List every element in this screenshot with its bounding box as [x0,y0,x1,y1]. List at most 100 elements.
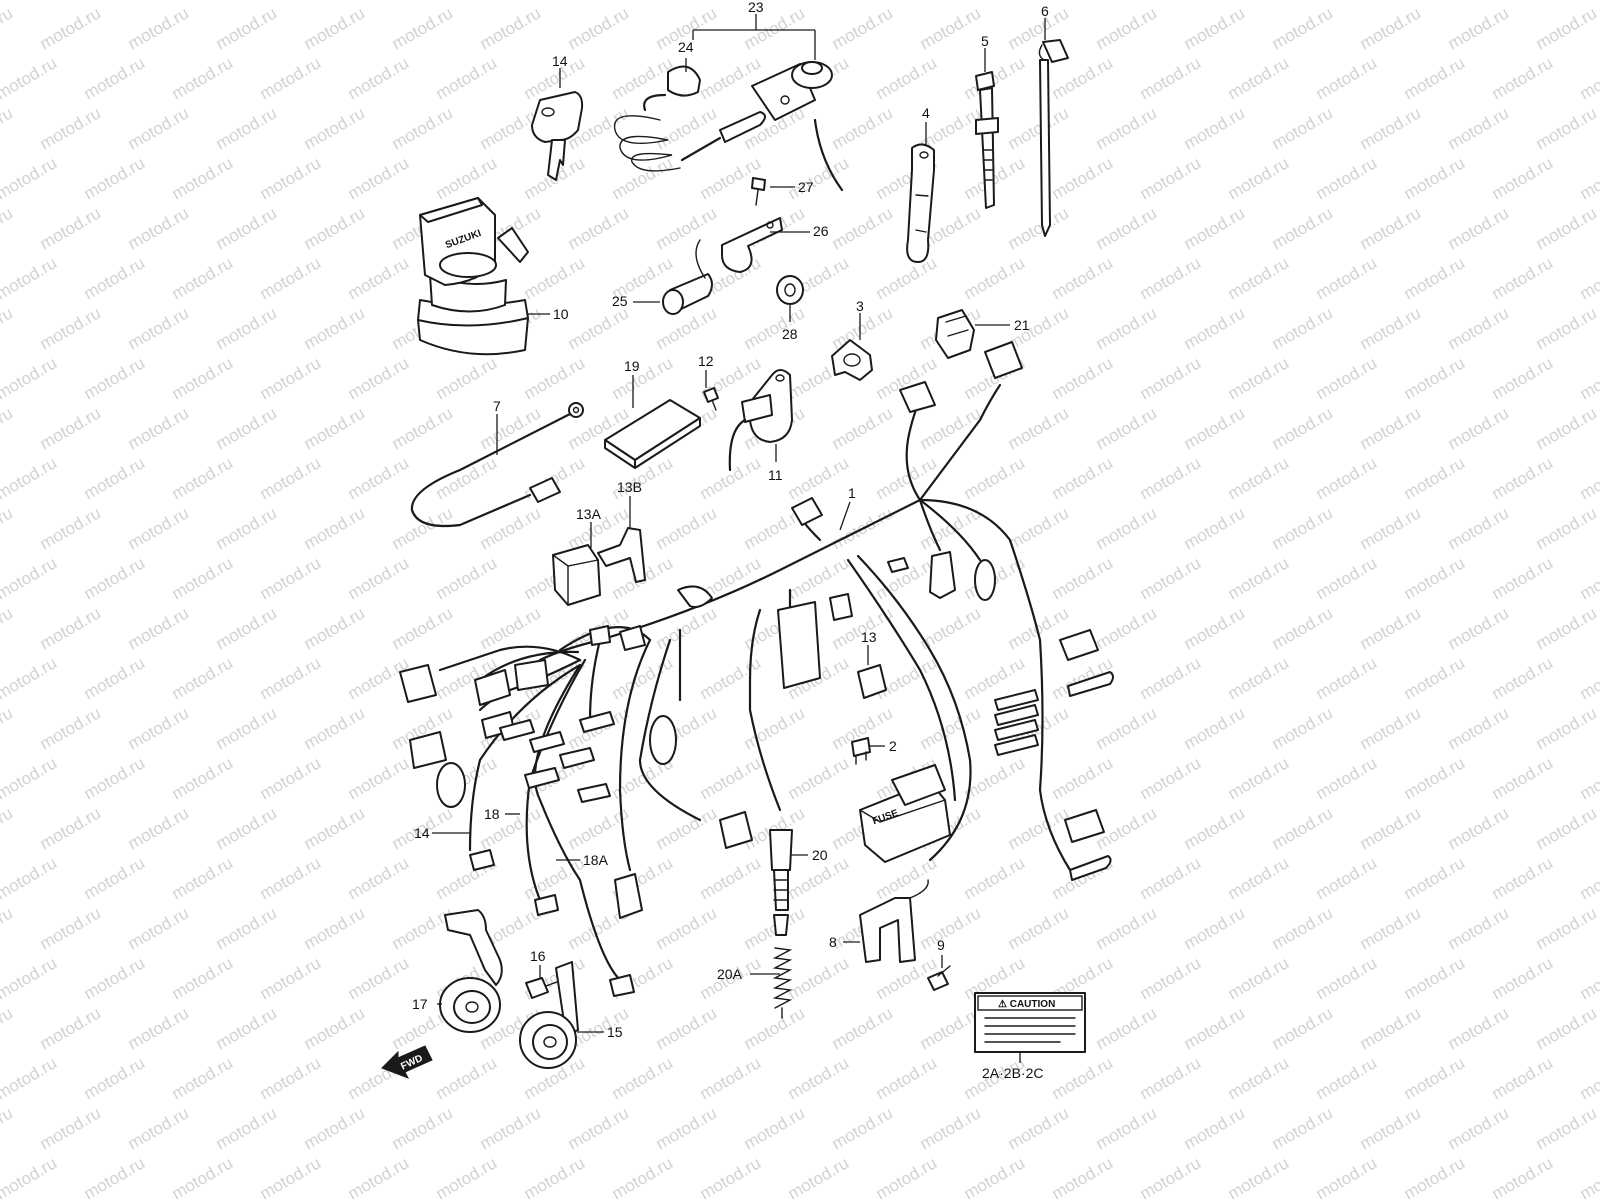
watermark-text: motod.ru [873,1053,941,1103]
watermark-text: motod.ru [301,803,369,853]
watermark-text: motod.ru [477,403,545,453]
callout-9: 9 [937,937,945,953]
watermark-text: motod.ru [1533,1103,1600,1153]
watermark-text: motod.ru [1445,1103,1513,1153]
watermark-text: motod.ru [81,153,149,203]
sensor-part-11 [728,369,793,472]
watermark-text: motod.ru [1225,353,1293,403]
watermark-text: motod.ru [125,303,193,353]
watermark-text: motod.ru [1313,353,1381,403]
callout-27: 27 [798,179,814,195]
main-harness-part-1 [438,383,1042,982]
watermark-text: motod.ru [1005,403,1073,453]
watermark-text: motod.ru [0,103,16,153]
watermark-text: motod.ru [521,353,589,403]
watermark-text: motod.ru [1269,503,1337,553]
watermark-text: motod.ru [1533,803,1600,853]
watermark-text: motod.ru [169,1053,237,1103]
watermark-text: motod.ru [1093,403,1161,453]
watermark-text: motod.ru [1533,203,1600,253]
callout-8: 8 [829,934,837,950]
watermark-text: motod.ru [1137,653,1205,703]
strap-part-4 [906,143,935,263]
watermark-text: motod.ru [0,0,60,3]
strap-part-5 [975,71,999,209]
caution-label-part: ⚠ CAUTION [974,992,1086,1053]
watermark-text: motod.ru [917,703,985,753]
callout-3: 3 [856,298,864,314]
watermark-text: motod.ru [169,253,237,303]
watermark-text: motod.ru [125,3,193,53]
watermark-text: motod.ru [345,1153,413,1200]
watermark-text: motod.ru [0,803,16,853]
watermark-text: motod.ru [37,3,105,53]
callout-11: 11 [768,467,783,483]
watermark-text: motod.ru [1533,403,1600,453]
watermark-text: motod.ru [1445,1003,1513,1053]
watermark-text: motod.ru [1137,853,1205,903]
watermark-text: motod.ru [0,1053,60,1103]
watermark-text: motod.ru [0,253,60,303]
watermark-text: motod.ru [1577,553,1600,603]
watermark-text: motod.ru [125,203,193,253]
watermark-text: motod.ru [1225,1153,1293,1200]
bolt-part-27 [751,177,766,206]
watermark-text: motod.ru [169,0,237,3]
watermark-text: motod.ru [0,1103,16,1153]
watermark-text: motod.ru [785,753,853,803]
callout-13a: 13A [576,506,602,522]
callout-5: 5 [981,33,989,49]
watermark-text: motod.ru [1445,903,1513,953]
watermark-text: motod.ru [1005,503,1073,553]
watermark-text: motod.ru [257,453,325,503]
watermark-text: motod.ru [81,353,149,403]
watermark-text: motod.ru [609,53,677,103]
watermark-text: motod.ru [125,803,193,853]
watermark-text: motod.ru [1577,453,1600,503]
watermark-text: motod.ru [37,403,105,453]
watermark-text: motod.ru [169,453,237,503]
watermark-text: motod.ru [1577,653,1600,703]
watermark-text: motod.ru [0,953,60,1003]
ground-wire-part-7 [410,402,584,528]
watermark-text: motod.ru [1181,503,1249,553]
watermark-text: motod.ru [521,0,589,3]
watermark-text: motod.ru [213,1003,281,1053]
callout-16: 16 [530,948,546,964]
watermark-text: motod.ru [477,1103,545,1153]
watermark-text: motod.ru [0,53,60,103]
watermark-text: motod.ru [389,1103,457,1153]
watermark-text: motod.ru [1489,1153,1557,1200]
watermark-text: motod.ru [1357,1003,1425,1053]
watermark-text: motod.ru [521,1153,589,1200]
callout-14-wire: 14 [414,825,430,841]
watermark-text: motod.ru [1269,203,1337,253]
watermark-text: motod.ru [37,603,105,653]
watermark-text: motod.ru [37,303,105,353]
watermark-text: motod.ru [1313,553,1381,603]
watermark-text: motod.ru [1049,753,1117,803]
horn-part-15 [519,961,579,1069]
watermark-text: motod.ru [0,353,60,403]
watermark-text: motod.ru [1093,3,1161,53]
watermark-text: motod.ru [917,1003,985,1053]
callout-4: 4 [922,105,930,121]
watermark-text: motod.ru [213,203,281,253]
watermark-text: motod.ru [213,3,281,53]
plug-cap-part-20 [769,829,793,936]
watermark-text: motod.ru [961,453,1029,503]
watermark-text: motod.ru [1489,553,1557,603]
callout-2abc: 2A·2B·2C [982,1065,1043,1081]
connector-part-21 [935,309,975,359]
watermark-text: motod.ru [301,903,369,953]
relay-part-13a [552,544,601,606]
watermark-text: motod.ru [1577,753,1600,803]
watermark-text: motod.ru [1489,753,1557,803]
watermark-text: motod.ru [257,1153,325,1200]
watermark-text: motod.ru [873,53,941,103]
watermark-text: motod.ru [389,903,457,953]
watermark-text: motod.ru [785,153,853,203]
watermark-text: motod.ru [785,0,853,3]
watermark-text: motod.ru [873,1153,941,1200]
watermark-text: motod.ru [1577,1153,1600,1200]
